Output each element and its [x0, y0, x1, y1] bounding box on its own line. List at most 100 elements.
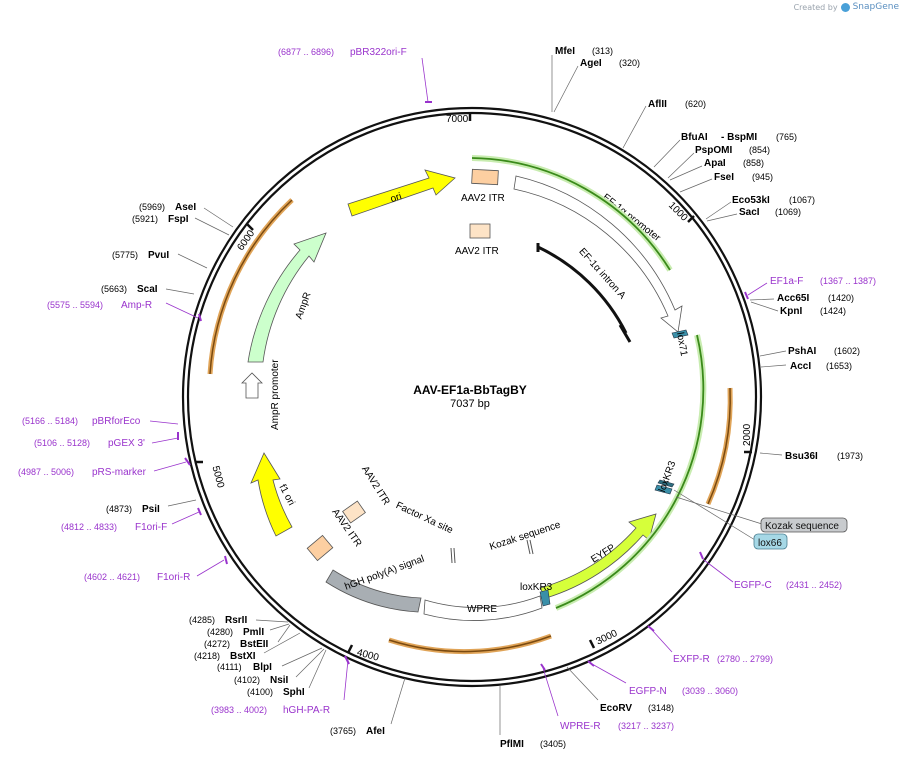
aav2-itr-top-label: AAV2 ITR [461, 193, 505, 204]
enzyme-leader-aflii [622, 105, 647, 149]
wpre-label: WPRE [467, 604, 497, 615]
primer-name: pBR322ori-F [350, 47, 407, 58]
primer-site-marker [184, 457, 191, 466]
primer-leader [747, 282, 768, 296]
enzyme-position: (3765) [330, 726, 356, 736]
enzyme-name: KpnI [780, 306, 802, 317]
primer-leader [591, 663, 627, 684]
enzyme-name: PflMI [500, 739, 524, 750]
enzyme-leader-psii [167, 499, 197, 507]
plasmid-size: 7037 bp [450, 398, 490, 410]
credit-prefix: Created by [793, 2, 838, 12]
hgh-polya-feature[interactable] [325, 569, 422, 613]
factor-xa-tick-a [450, 547, 453, 564]
primer-range: (3217 .. 3237) [618, 721, 674, 731]
enzyme-leader-eco53ki [705, 201, 732, 220]
enzyme-name: PmlI [243, 627, 264, 638]
enzyme-name: EcoRV [600, 703, 632, 714]
ampr-promoter-feature[interactable] [241, 372, 263, 399]
ef1a-intron-feature[interactable] [536, 243, 632, 343]
enzyme-leader-blpi [281, 647, 323, 667]
enzyme-position: (854) [749, 145, 770, 155]
aav2-itr-inner-feature[interactable] [469, 223, 491, 239]
primer-range: (5575 .. 5594) [47, 300, 103, 310]
aav2-itr-top-feature[interactable] [471, 168, 499, 186]
primer-range: (1367 .. 1387) [820, 276, 876, 286]
enzyme-leader-fsei [679, 178, 713, 193]
enzyme-leader-scai [165, 288, 195, 295]
enzyme-position: (4873) [106, 504, 132, 514]
primer-leader [171, 511, 200, 525]
primer-range: (4812 .. 4833) [61, 522, 117, 532]
primer-range: (3983 .. 4002) [211, 705, 267, 715]
primer-site-marker [647, 625, 655, 632]
primer-name: hGH-PA-R [283, 705, 330, 716]
primer-leader [343, 659, 349, 701]
primer-name: EGFP-C [734, 580, 772, 591]
kozak-inner-tick-b [529, 539, 534, 555]
eyfp-feature[interactable] [539, 513, 657, 599]
enzyme-name: PvuI [148, 250, 169, 261]
enzyme-leader-agei [553, 65, 579, 113]
enzyme-name: BstXI [230, 651, 256, 662]
primer-site-marker [699, 551, 704, 560]
enzyme-position: (945) [752, 172, 773, 182]
enzyme-name: ApaI [704, 158, 726, 169]
enzyme-name: BstEII [240, 639, 269, 650]
ampr-feature[interactable] [247, 232, 327, 363]
lox66-feature[interactable] [657, 479, 675, 488]
enzyme-position: (1602) [834, 346, 860, 356]
enzyme-name-extra: - BspMI [721, 132, 757, 143]
enzyme-leader-saci [706, 213, 738, 222]
orf-arc-bottom[interactable] [388, 635, 552, 653]
plasmid-name: AAV-EF1a-BbTagBY [413, 383, 527, 397]
loxkr3-bottom-feature[interactable] [539, 589, 551, 607]
orf-arc-top[interactable] [471, 157, 671, 271]
enzyme-name: MfeI [555, 46, 575, 57]
kozak-inner-label: Kozak sequence [488, 519, 562, 552]
kozak-callout-box[interactable] [760, 517, 848, 533]
aav2-itr-lower-inner-feature[interactable] [342, 500, 366, 524]
lox71-feature[interactable] [671, 329, 689, 339]
enzyme-position: (320) [619, 58, 640, 68]
orf-arc-right-outer[interactable] [707, 387, 731, 505]
credit-brand: SnapGene [852, 2, 899, 12]
enzyme-leader-ecorv [566, 666, 599, 701]
enzyme-leader-pshai [759, 350, 787, 357]
ampr-promoter-label: AmpR promoter [270, 359, 281, 430]
tick-label-2000: 2000 [742, 423, 753, 446]
orf-arc-left[interactable] [209, 199, 293, 375]
enzyme-leader-rsrii [255, 619, 289, 623]
enzyme-position: (765) [776, 132, 797, 142]
orf-arc-right[interactable] [555, 334, 705, 609]
hgh-polya-label: hGH poly(A) signal [343, 554, 426, 593]
primer-leader [151, 437, 179, 444]
lox66-callout-box[interactable] [753, 533, 788, 550]
enzyme-name: PshAI [788, 346, 817, 357]
backbone-inner-ring [186, 111, 758, 683]
primer-name: Amp-R [121, 300, 152, 311]
primer-name: EXFP-R [673, 654, 710, 665]
tick-label-3000: 3000 [594, 628, 619, 648]
f1-ori-feature[interactable] [250, 452, 293, 537]
enzyme-name: AflII [648, 99, 667, 110]
enzyme-name: AseI [175, 202, 196, 213]
enzyme-position: (1420) [828, 293, 854, 303]
enzyme-position: (1973) [837, 451, 863, 461]
enzyme-name: PsiI [142, 504, 160, 515]
aav2-itr-lower-inner-label: AAV2 ITR [359, 464, 391, 507]
tick-mark-4000 [346, 644, 354, 654]
enzyme-name: Eco53kI [732, 195, 770, 206]
enzyme-name: RsrII [225, 615, 247, 626]
loxkr3-top-feature[interactable] [654, 484, 673, 495]
enzyme-leader-afei [390, 677, 406, 725]
lox66-callout-label: lox66 [758, 538, 782, 549]
aav2-itr-lower-feature[interactable] [306, 534, 334, 562]
enzyme-name: Bsu36I [785, 451, 818, 462]
enzyme-leader-bsteii [277, 624, 291, 643]
ori-feature[interactable] [347, 169, 456, 217]
orf-arc-right-halo [554, 334, 707, 611]
wpre-feature[interactable] [423, 595, 543, 621]
backbone-outer-ring [181, 106, 763, 688]
primer-site-marker [587, 660, 595, 667]
